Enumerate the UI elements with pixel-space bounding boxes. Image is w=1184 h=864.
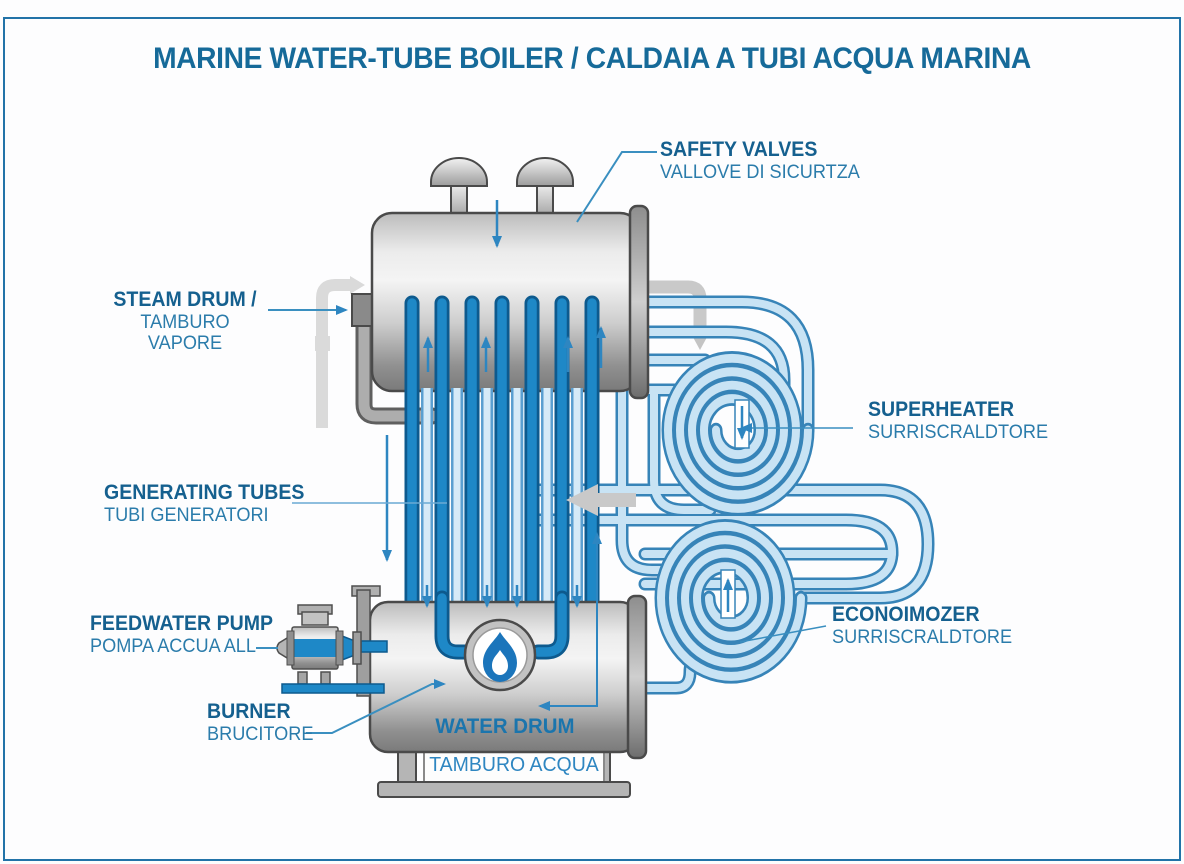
generating-tubes-it: TUBI GENERATORI bbox=[104, 503, 269, 526]
flue-gas-arrow-icon bbox=[566, 484, 636, 516]
water-drum-name: WATER DRUM bbox=[435, 714, 575, 738]
superheater-it: SURRISCRALDTORE bbox=[868, 420, 1049, 443]
safety-valves-it: VALLOVE DI SICURTZA bbox=[660, 160, 860, 183]
light-tubes bbox=[421, 388, 583, 612]
burner-leader bbox=[306, 679, 446, 734]
burner-en: BURNER bbox=[207, 700, 291, 723]
label-safety-valves: SAFETY VALVES VALLOVE DI SICURTZA bbox=[660, 138, 860, 183]
generating-tubes bbox=[404, 295, 600, 646]
steam-drum-it: TAMBURO VAPORE bbox=[140, 310, 230, 355]
safety-valves-leader bbox=[576, 151, 657, 223]
water-drum-name-plate-text: TAMBURO ACQUA bbox=[429, 753, 599, 776]
generating-tubes-en: GENERATING TUBES bbox=[104, 481, 305, 504]
label-steam-drum: STEAM DRUM / TAMBURO VAPORE bbox=[106, 288, 264, 355]
background-pipe-loop bbox=[315, 276, 365, 428]
steam-drum-en: STEAM DRUM / bbox=[113, 288, 257, 311]
label-burner: BURNER BRUCITORE bbox=[207, 700, 313, 745]
label-generating-tubes: GENERATING TUBES TUBI GENERATORI bbox=[104, 481, 304, 526]
label-economizer: ECONOIMOZER SURRISCRALDTORE bbox=[832, 603, 1012, 648]
diagram-title: MARINE WATER-TUBE BOILER / CALDAIA A TUB… bbox=[153, 42, 1031, 75]
safety-valve-icon bbox=[430, 157, 488, 221]
economizer-en: ECONOIMOZER bbox=[832, 603, 980, 626]
economizer-it: SURRISCRALDTORE bbox=[832, 625, 1013, 648]
economizer-leader bbox=[739, 625, 827, 643]
leader-lines bbox=[256, 151, 853, 734]
feedwater-pump bbox=[276, 585, 388, 697]
safety-valves-en: SAFETY VALVES bbox=[660, 138, 818, 161]
superheater-en: SUPERHEATER bbox=[868, 398, 1015, 421]
label-feedwater-pump: FEEDWATER PUMP POMPA ACCUA ALL bbox=[90, 612, 273, 657]
burner-it: BRUCITORE bbox=[207, 722, 314, 745]
coil-flow-indicators bbox=[720, 399, 750, 619]
feedwater-pump-it: POMPA ACCUA ALL bbox=[90, 634, 256, 657]
flame-icon bbox=[463, 618, 537, 692]
feedwater-pump-en: FEEDWATER PUMP bbox=[90, 612, 274, 635]
water-drum-stand bbox=[377, 747, 631, 798]
flow-arrows bbox=[382, 200, 606, 711]
safety-valve-icon bbox=[516, 157, 574, 221]
label-superheater: SUPERHEATER SURRISCRALDTORE bbox=[868, 398, 1048, 443]
